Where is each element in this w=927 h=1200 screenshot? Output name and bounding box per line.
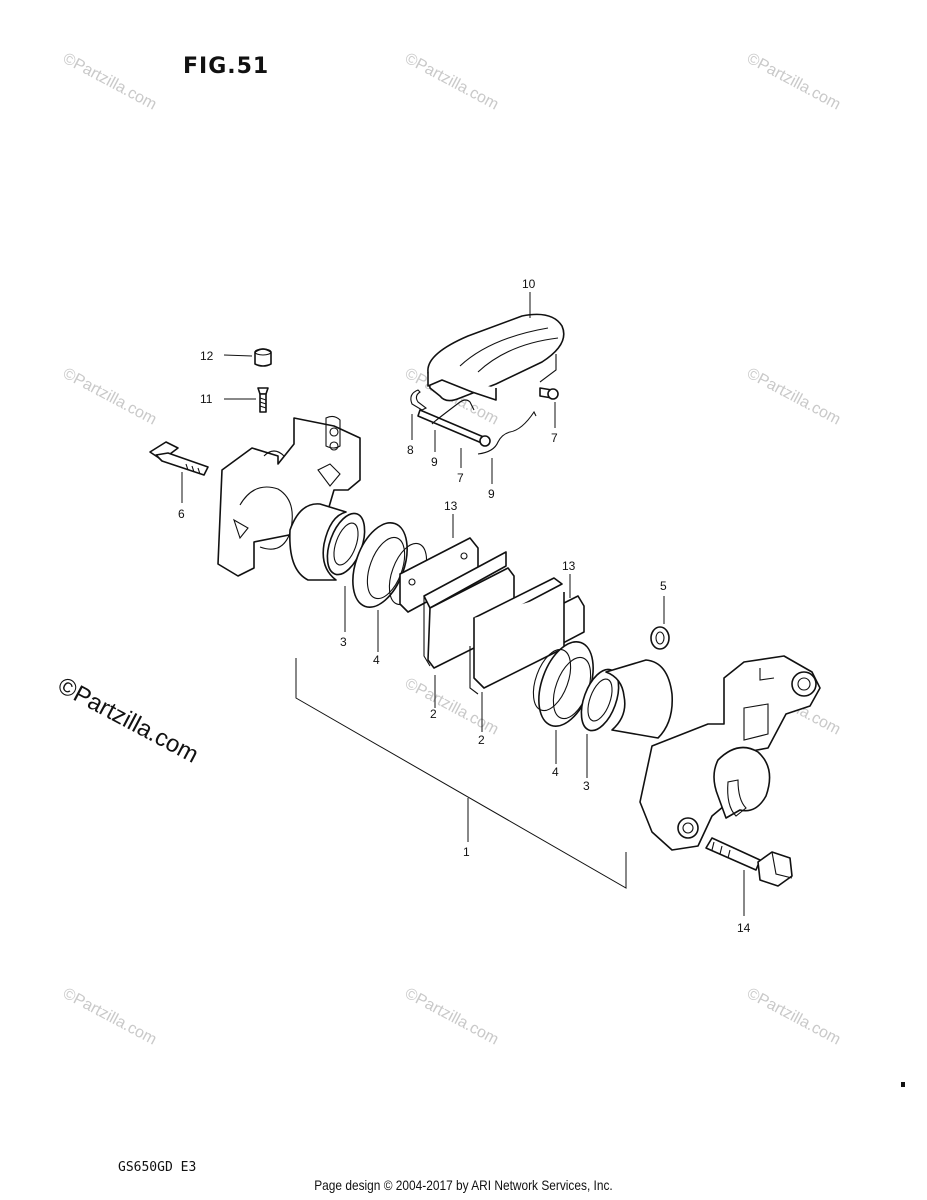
callout-11: 11 [200, 392, 213, 406]
callout-13b: 13 [562, 559, 576, 573]
callout-14: 14 [737, 921, 751, 935]
part-7-pin-right[interactable] [539, 387, 559, 400]
caliper-body-left[interactable] [217, 415, 361, 577]
part-2-pad-right[interactable] [469, 577, 565, 695]
caliper-body-right[interactable] [639, 655, 821, 851]
callout-6: 6 [178, 507, 185, 521]
part-7-pin-left[interactable] [417, 409, 491, 447]
part-5-washer[interactable] [650, 626, 670, 650]
assembly-bracket [295, 658, 627, 889]
callout-7b: 7 [551, 431, 558, 445]
callout-2b: 2 [478, 733, 485, 747]
footer-copyright: Page design © 2004-2017 by ARI Network S… [314, 1177, 613, 1193]
callout-10: 10 [522, 277, 536, 291]
callout-3a: 3 [340, 635, 347, 649]
part-9-spring-right[interactable] [477, 410, 537, 455]
figure-title: FIG.51 [183, 54, 270, 79]
part-6-bolt[interactable] [149, 441, 209, 476]
callout-4a: 4 [373, 653, 380, 667]
callout-7a: 7 [457, 471, 464, 485]
part-2-pad-left[interactable] [423, 551, 515, 669]
model-code: GS650GD E3 [118, 1160, 197, 1175]
callout-5: 5 [660, 579, 667, 593]
callout-8: 8 [407, 443, 414, 457]
callout-13a: 13 [444, 499, 458, 513]
part-4-seal-right[interactable] [526, 634, 604, 733]
callout-1: 1 [463, 845, 470, 859]
part-9-spring-left[interactable] [431, 399, 475, 425]
corner-mark [901, 1082, 905, 1087]
callout-12: 12 [200, 349, 214, 363]
callout-9a: 9 [431, 455, 438, 469]
part-14-bolt[interactable] [705, 837, 793, 887]
part-8-clip[interactable] [410, 389, 428, 411]
part-3-piston-right[interactable] [574, 659, 674, 739]
callout-9b: 9 [488, 487, 495, 501]
part-12-cap[interactable] [254, 348, 272, 367]
callout-4b: 4 [552, 765, 559, 779]
part-11-bleeder-screw[interactable] [257, 387, 269, 413]
part-3-piston-left[interactable] [289, 503, 372, 581]
part-10-pad-cover[interactable] [427, 313, 565, 402]
callout-3b: 3 [583, 779, 590, 793]
callout-2a: 2 [430, 707, 437, 721]
